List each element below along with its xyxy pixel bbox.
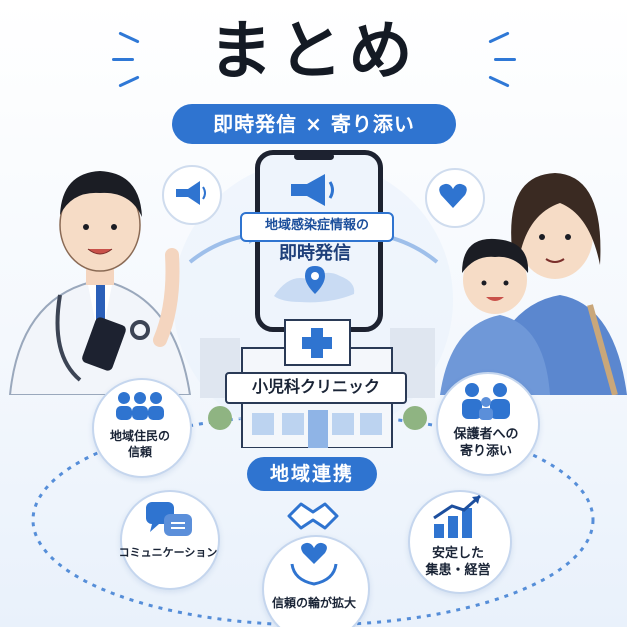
clinic-sign: 小児科クリニック <box>225 372 407 404</box>
chat-icon <box>146 502 192 536</box>
node-management-line1: 安定した <box>431 546 484 561</box>
node-management-line2: 集患・経営 <box>425 563 491 578</box>
phone-notch <box>294 153 334 160</box>
chart-up-icon <box>433 494 481 538</box>
map-illustration <box>274 266 355 303</box>
doctor-illustration <box>8 171 192 395</box>
phone-label-top: 地域感染症情報の <box>240 212 394 242</box>
title-ray <box>112 58 134 61</box>
node-communication-label: コミュニケーション <box>118 546 218 559</box>
node-residents-line1: 地域住民の <box>109 429 170 443</box>
node-guardians-line2: 寄り添い <box>459 444 512 459</box>
phone-label-main: 即時発信 <box>279 243 351 264</box>
node-residents-trust-label: 地域住民の 信頼 <box>92 428 188 460</box>
node-guardian-label: 保護者への 寄り添い <box>436 426 536 460</box>
node-management-label: 安定した 集患・経営 <box>408 545 508 579</box>
page-title: まとめ <box>208 15 419 89</box>
node-residents-line2: 信頼 <box>127 445 152 459</box>
family-illustration <box>440 173 627 395</box>
handshake-icon <box>287 502 339 530</box>
node-guardians-line1: 保護者への <box>453 427 519 442</box>
title-ray <box>494 58 516 61</box>
node-trust-label: 信頼の輪が拡大 <box>271 596 356 610</box>
subtitle-banner: 即時発信 × 寄り添い <box>172 104 456 144</box>
megaphone-icon <box>176 181 206 205</box>
heart-icon <box>439 183 467 208</box>
heart-hands-icon <box>290 542 338 586</box>
node-guardian-support <box>436 372 540 476</box>
regional-cooperation-badge: 地域連携 <box>247 457 377 491</box>
megaphone-icon <box>291 174 334 206</box>
family-icon <box>462 383 510 420</box>
people-icon <box>116 392 164 420</box>
